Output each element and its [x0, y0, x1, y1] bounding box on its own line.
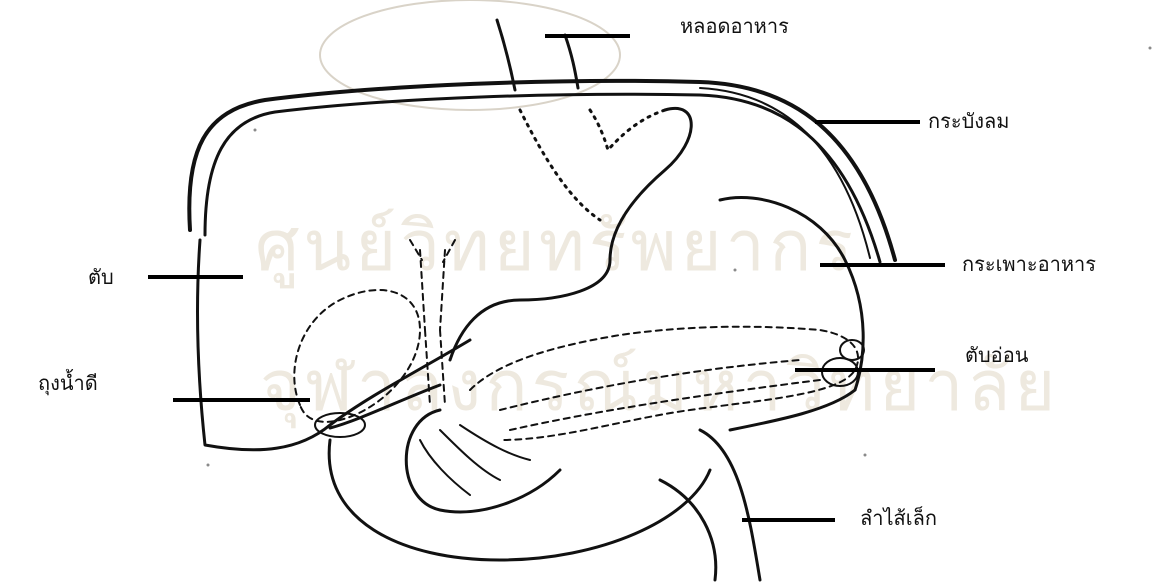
small-intestine	[329, 410, 760, 580]
label-stomach: กระเพาะอาหาร	[962, 252, 1096, 276]
label-esophagus: หลอดอาหาร	[680, 14, 789, 38]
label-liver: ตับ	[88, 265, 114, 289]
watermark-line-2: จุฬาลงกรณ์มหาวิทยาลัย	[260, 345, 1059, 429]
label-pancreas: ตับอ่อน	[965, 343, 1029, 367]
watermark-line-1: ศูนย์วิทยทรัพยากร	[255, 205, 857, 289]
esophagus	[497, 20, 665, 220]
watermark: ศูนย์วิทยทรัพยากร จุฬาลงกรณ์มหาวิทยาลัย	[255, 0, 1059, 429]
label-gallbladder: ถุงน้ำดี	[38, 369, 98, 396]
label-small-intestine: ลำไส้เล็ก	[860, 505, 937, 530]
label-diaphragm: กระบังลม	[928, 109, 1010, 133]
